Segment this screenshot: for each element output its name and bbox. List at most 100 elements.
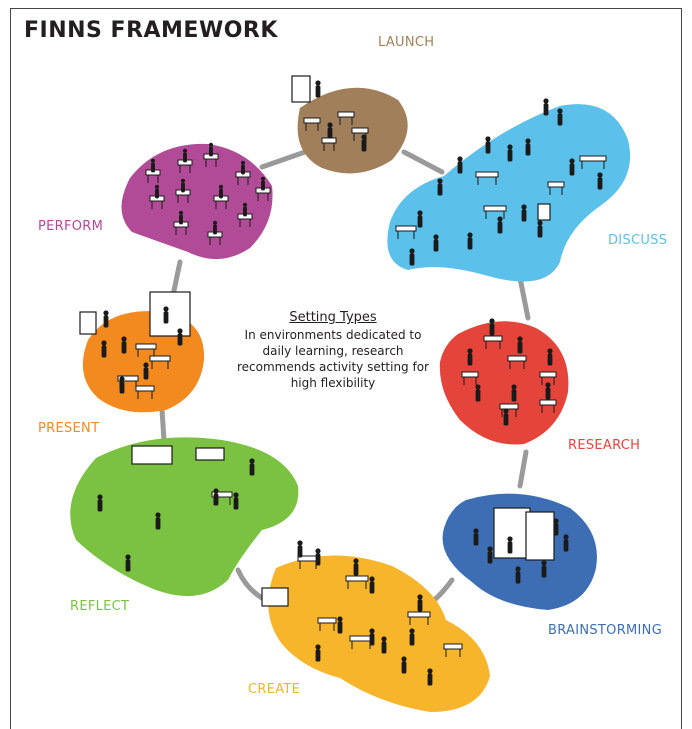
person-figure xyxy=(381,641,387,654)
person-figure xyxy=(525,138,531,144)
person-figure xyxy=(178,210,184,215)
person-figure xyxy=(182,148,188,153)
person-figure xyxy=(511,384,517,390)
table-shape xyxy=(539,399,557,406)
person-figure xyxy=(103,310,109,316)
person-figure xyxy=(155,512,161,518)
table-shape xyxy=(117,375,139,382)
person-figure xyxy=(233,497,239,510)
table-shape xyxy=(211,491,233,498)
person-figure xyxy=(427,673,433,686)
person-figure xyxy=(97,494,103,500)
person-figure xyxy=(485,136,491,142)
person-figure xyxy=(337,616,343,622)
person-figure xyxy=(473,533,479,546)
person-figure xyxy=(487,546,493,552)
person-figure xyxy=(417,594,423,600)
person-figure xyxy=(541,560,547,566)
person-figure xyxy=(213,493,219,506)
person-figure xyxy=(213,488,219,494)
person-figure xyxy=(208,142,214,147)
person-figure xyxy=(143,362,149,368)
person-figure xyxy=(315,644,321,650)
connector-discuss-research xyxy=(517,275,531,321)
person-figure xyxy=(212,220,218,225)
connector-launch-discuss xyxy=(401,149,445,175)
person-figure xyxy=(417,599,423,612)
person-figure xyxy=(433,234,439,240)
table-shape xyxy=(303,117,321,124)
table-shape xyxy=(443,643,463,650)
person-figure xyxy=(369,633,375,646)
create-area xyxy=(268,555,490,712)
person-figure xyxy=(409,253,415,266)
person-figure xyxy=(121,341,127,354)
person-figure xyxy=(427,668,433,674)
table-shape xyxy=(135,343,157,350)
person-figure xyxy=(545,382,551,388)
person-figure xyxy=(497,221,503,234)
person-figure xyxy=(243,206,247,217)
person-figure xyxy=(125,554,131,560)
person-figure xyxy=(497,216,503,222)
label-present: PRESENT xyxy=(38,421,100,436)
person-figure xyxy=(177,328,183,334)
person-figure xyxy=(163,306,169,312)
person-figure xyxy=(315,85,321,98)
person-figure xyxy=(315,548,321,554)
person-figure xyxy=(437,183,443,196)
person-figure xyxy=(337,621,343,634)
person-figure xyxy=(183,152,187,163)
label-perform: PERFORM xyxy=(38,219,104,234)
person-figure xyxy=(517,336,523,342)
person-figure xyxy=(473,528,479,534)
table-shape xyxy=(547,181,565,188)
whiteboard-shape xyxy=(525,511,555,561)
table-shape xyxy=(349,635,373,642)
whiteboard-shape xyxy=(261,587,289,607)
person-figure xyxy=(401,661,407,674)
person-figure xyxy=(213,224,217,235)
table-shape xyxy=(345,575,369,582)
person-figure xyxy=(417,210,423,216)
person-figure xyxy=(467,353,473,366)
person-figure xyxy=(103,315,109,328)
person-figure xyxy=(409,633,415,646)
person-figure xyxy=(381,636,387,642)
person-figure xyxy=(125,559,131,572)
person-figure xyxy=(315,553,321,566)
person-figure xyxy=(143,367,149,380)
person-figure xyxy=(507,541,513,554)
label-research: RESEARCH xyxy=(568,438,641,453)
person-figure xyxy=(485,141,491,154)
person-figure xyxy=(181,182,185,193)
person-figure xyxy=(327,122,333,128)
person-figure xyxy=(315,649,321,662)
person-figure xyxy=(353,558,359,564)
note-line: high flexibility xyxy=(290,376,376,390)
table-shape xyxy=(579,155,607,162)
whiteboard-shape xyxy=(291,75,311,103)
person-figure xyxy=(457,156,463,162)
person-figure xyxy=(155,517,161,530)
label-reflect: REFLECT xyxy=(70,599,130,614)
table-shape xyxy=(317,617,337,624)
label-brainstorming: BRAINSTORMING xyxy=(548,623,663,638)
person-figure xyxy=(537,225,543,238)
person-figure xyxy=(163,311,169,324)
reflect-area xyxy=(70,437,299,597)
table-shape xyxy=(407,611,431,618)
person-figure xyxy=(233,492,239,498)
person-figure xyxy=(369,576,375,582)
person-figure xyxy=(361,134,367,140)
person-figure xyxy=(101,345,107,358)
person-figure xyxy=(433,239,439,252)
person-figure xyxy=(209,146,213,157)
person-figure xyxy=(467,232,473,238)
person-figure xyxy=(437,178,443,184)
person-figure xyxy=(409,628,415,634)
page-title: FINNS FRAMEWORK xyxy=(24,18,278,43)
person-figure xyxy=(475,389,481,402)
person-figure xyxy=(541,565,547,578)
